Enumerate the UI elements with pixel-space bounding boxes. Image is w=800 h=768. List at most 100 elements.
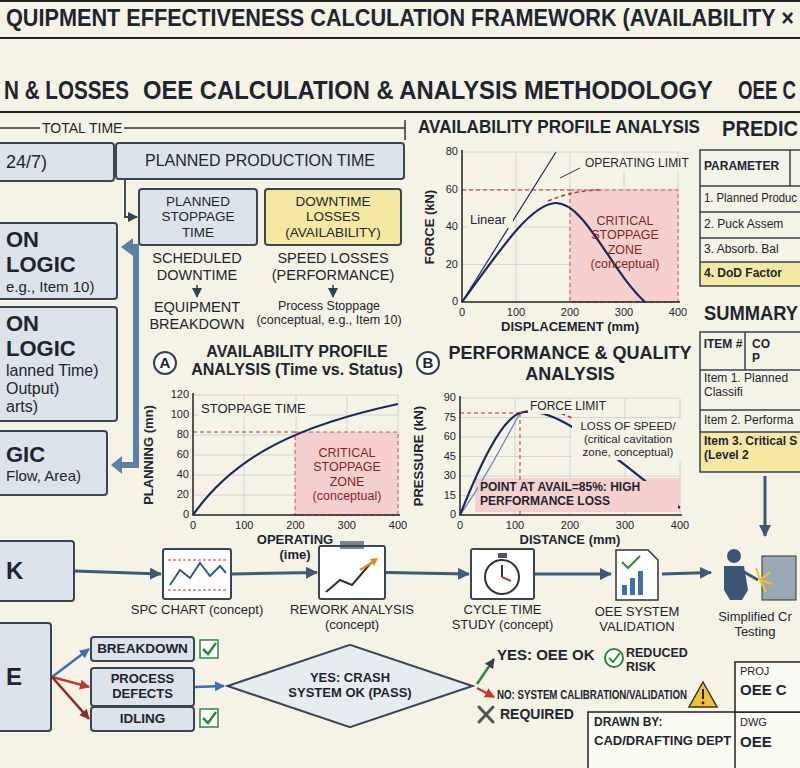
icon-step: CYCLE TIME STUDY (concept) [470,548,535,600]
text-label: DWG [740,716,798,729]
rework-icon [318,541,386,600]
text-label: ITEM # [702,338,744,352]
check-boxes [200,640,218,727]
stopwatch-icon [470,548,535,600]
node-text: PLANNED PRODUCTION TIME [145,152,375,170]
check-boxes [200,709,218,727]
text-label: 1. Planned Produc [704,192,797,206]
node-text: DOWNTIME LOSSES (AVAILABILITY) [271,194,395,241]
check-boxes [200,640,218,658]
text-label: 4. DoD Factor [704,267,782,281]
flow-arrow [75,571,161,574]
text-label: 0 [428,295,458,308]
process-box: 24/7) [0,142,115,182]
frame-lines [0,37,800,39]
text-label: SUMMARY [704,302,798,325]
text-label: 60 [426,430,456,443]
text-label: 80 [159,428,189,441]
availability-chart [193,432,295,433]
title-block [588,712,800,768]
process-box: PLANNED PRODUCTION TIME [115,142,405,180]
text-label: CRITICAL STOPPAGE ZONE (conceptual) [574,214,676,272]
flow-arrow [535,573,611,576]
result-arrows [477,659,494,697]
testing-icon [756,568,772,592]
testing-icon [724,566,748,600]
summary-table [700,431,800,433]
text-label: CRITICAL STOPPAGE ZONE (conceptual) [298,446,396,504]
force-chart [462,152,678,153]
text-label: SCHEDULED DOWNTIME [137,250,257,283]
loss-arrows [332,285,334,297]
rework-icon [318,545,386,600]
text-label: 3. Absorb. Bal [704,243,779,257]
predictive-table [789,150,791,186]
text-label: 2. Puck Assem [704,218,783,232]
callout-circle: A [153,351,177,375]
text-label: Item 3. Critical S (Level 2 [704,435,798,463]
text-label: Item 2. Performa [704,414,793,428]
text-label: N & LOSSES [4,76,129,105]
testing-icon [724,549,796,600]
text-label: Linear [468,213,513,228]
text-label: 0 [442,306,482,319]
step-caption: CYCLE TIME STUDY (concept) [443,603,563,633]
text-label: Item 1. Planned Classifi [704,372,798,400]
node-text: PROCESS DEFECTS [97,672,188,702]
text-label: FORCE LIMIT [528,400,608,414]
loss-arrows [197,285,333,297]
flow-arrow [662,573,711,575]
process-box: BREAKDOWN [90,636,195,662]
text-label: REDUCED RISK [626,646,696,675]
document-icon [638,571,643,595]
title-block [734,712,736,768]
document-icon [616,550,658,600]
node-text: BREAKDOWN [97,641,188,657]
document-icon [622,556,640,568]
check-circle [609,653,620,662]
force-chart [462,189,678,190]
result-arrows [477,659,494,684]
process-box: ON LOGIClanned Time)Output)arts) [0,306,118,422]
text-label: 60 [159,448,189,461]
text-label: 100 [159,408,189,421]
warning-icon [702,689,704,699]
text-label: Process Stoppage (conceptual, e.g., Item… [245,299,413,328]
text-label: 200 [550,519,590,532]
text-label: 45 [426,450,456,463]
icon-step: OEE SYSTEM VALIDATION [612,548,662,600]
tools-icon [479,707,493,722]
text-label: OPERATING (ime) [245,533,345,563]
node-text: Output) [6,380,59,398]
text-label: 0 [426,508,456,521]
document-icon [616,550,658,600]
performance-chart [475,478,680,512]
text-label: OEE [740,733,798,750]
predictive-table [700,262,800,286]
document-icon [630,578,635,595]
title-block [588,662,800,768]
text-label: 90 [426,391,456,404]
node-text: lanned Time) [6,362,99,380]
text-label: 300 [604,306,644,319]
summary-table [700,369,800,371]
warning-icon [689,682,717,707]
summary-table [700,432,800,472]
down-arrow [764,476,767,536]
text-label: DRAWN BY: [594,716,729,730]
check-circle [605,649,623,667]
text-label: DISTANCE (mm) [470,533,670,548]
spc-icon [170,563,226,585]
node-text: YES: CRASH SYSTEM OK (PASS) [286,671,414,701]
node-text: K [6,557,23,585]
text-label: PRESSURE (kN) [412,406,427,506]
stopwatch-icon [485,560,519,594]
text-label: 15 [426,489,456,502]
summary-table [700,332,800,472]
result-arrows [477,688,494,697]
predictive-table [700,150,800,286]
bracket-arrow [111,456,122,474]
performance-chart [460,413,520,414]
text-label: PREDIC [722,116,798,141]
force-chart [462,190,570,191]
